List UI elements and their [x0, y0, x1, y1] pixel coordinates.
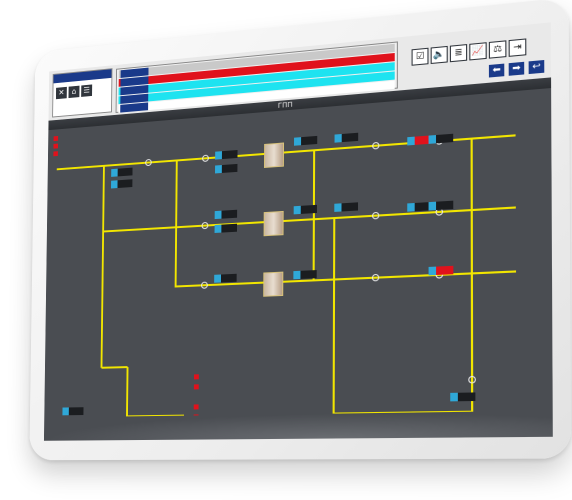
return-arrow-button[interactable]: ↩: [528, 59, 545, 75]
sensor-tag-icon: [428, 135, 437, 144]
status-marker-icon: [193, 373, 199, 379]
value-number: [221, 209, 238, 219]
alarm-legend-row: [53, 142, 60, 149]
value-number: [300, 270, 317, 279]
sensor-tag-icon: [334, 134, 342, 143]
sensor-tag-icon: [293, 205, 301, 215]
arrow-button-group: ⬅ ➡ ↩: [488, 59, 545, 78]
value-number: [220, 273, 237, 283]
sound-icon[interactable]: 🔈: [430, 45, 448, 65]
control-panel: ☑ 🔈 ≣ 📈 ⚖ ⇥ ⬅ ➡ ↩: [411, 26, 547, 86]
alarm-legend-row: [53, 135, 61, 141]
forward-arrow-button[interactable]: ➡: [508, 61, 525, 76]
value-number: [221, 223, 238, 233]
sensor-tag-icon: [407, 202, 415, 212]
logo-panel: ✕ ⌂ ☰: [52, 68, 113, 118]
status-row: [193, 403, 202, 409]
value-number: [221, 149, 238, 160]
alarm-marker-icon: [53, 150, 58, 156]
value-number: [436, 265, 454, 275]
list-icon[interactable]: ≣: [449, 44, 468, 63]
value-readout[interactable]: [111, 179, 133, 189]
value-number: [341, 132, 359, 143]
value-number: [436, 200, 454, 211]
sensor-tag-icon: [428, 266, 437, 276]
back-arrow-button[interactable]: ⬅: [488, 63, 505, 78]
value-number: [117, 167, 133, 177]
sensor-tag-icon: [293, 270, 301, 280]
status-marker-icon: [193, 403, 199, 409]
pipe-bottom-return: [127, 366, 184, 417]
alarm-legend-row: [53, 150, 60, 156]
trend-icon[interactable]: 📈: [469, 42, 487, 61]
value-readout[interactable]: [214, 273, 237, 283]
pipe-center-vertical: [314, 150, 315, 280]
separator-vessel[interactable]: [263, 210, 284, 237]
value-number: [300, 204, 317, 214]
tablet-device: ✕ ⌂ ☰ ☑ 🔈 ≣ 📈 ⚖ ⇥: [29, 0, 572, 461]
value-readout[interactable]: [293, 204, 317, 215]
value-number: [457, 392, 476, 402]
value-readout[interactable]: [214, 223, 238, 233]
logo-label: [53, 69, 112, 84]
process-diagram: [44, 88, 553, 441]
value-number: [301, 135, 318, 146]
alarm-marker-icon: [53, 143, 59, 149]
value-number: [436, 133, 454, 144]
value-readout[interactable]: [215, 163, 238, 174]
value-readout[interactable]: [450, 392, 476, 402]
alarm-marker-icon: [53, 135, 59, 141]
value-number: [341, 202, 359, 212]
close-icon[interactable]: ✕: [55, 86, 67, 100]
pipe-oval-feed: [101, 367, 127, 368]
value-readout[interactable]: [62, 407, 84, 416]
menu-icon[interactable]: ☰: [81, 84, 93, 97]
sensor-tag-icon: [294, 137, 302, 146]
value-number: [117, 179, 133, 189]
value-readout[interactable]: [111, 167, 133, 177]
sensor-tag-icon: [428, 201, 437, 211]
value-readout[interactable]: [214, 209, 238, 220]
value-readout[interactable]: [428, 200, 454, 211]
value-number: [68, 407, 84, 416]
exit-icon[interactable]: ⇥: [508, 38, 527, 57]
separator-vessel[interactable]: [263, 271, 284, 297]
value-readout[interactable]: [293, 270, 317, 280]
sensor-tag-icon: [407, 136, 415, 146]
control-icon-group: ☑ 🔈 ≣ 📈 ⚖ ⇥: [411, 38, 527, 66]
sensor-tag-icon: [450, 392, 458, 402]
value-readout[interactable]: [215, 149, 238, 160]
status-row: [193, 373, 202, 379]
value-number: [221, 163, 238, 173]
nav-icon-group: ✕ ⌂ ☰: [55, 84, 93, 100]
status-marker-icon: [193, 383, 199, 389]
pipe-main-left-down: [101, 166, 103, 368]
pipe-right-vertical: [472, 139, 473, 412]
separator-vessel[interactable]: [263, 142, 285, 168]
scada-screen: ✕ ⌂ ☰ ☑ 🔈 ≣ 📈 ⚖ ⇥: [43, 22, 553, 441]
value-readout[interactable]: [334, 202, 359, 212]
sensor-tag-icon: [334, 203, 342, 212]
pipe-mid-vertical: [334, 218, 335, 414]
balance-icon[interactable]: ⚖: [488, 40, 507, 59]
status-row: [193, 383, 202, 389]
checkbox-icon[interactable]: ☑: [411, 47, 429, 66]
alarm-time: [120, 102, 149, 113]
value-readout[interactable]: [428, 265, 454, 276]
home-icon[interactable]: ⌂: [68, 85, 80, 99]
